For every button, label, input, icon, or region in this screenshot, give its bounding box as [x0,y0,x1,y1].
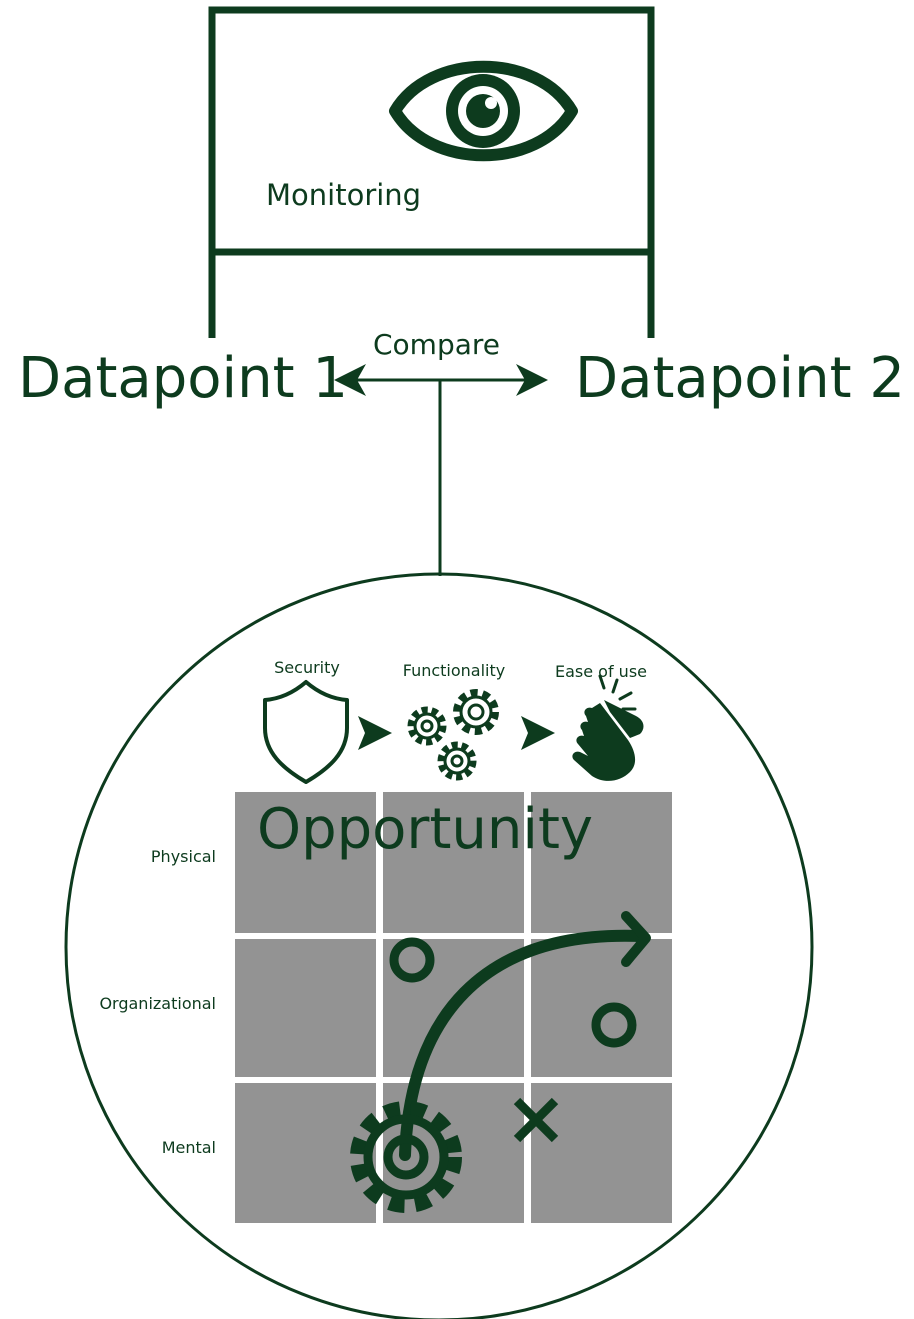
grid-cell [235,939,376,1077]
grid-cell [235,792,376,933]
compare-row: Datapoint 1 Datapoint 2 Compare [18,328,905,576]
cross-marker [513,1097,559,1143]
circle-outline [64,572,814,1319]
step-arrow-icon [521,716,555,750]
compare-label: Compare [373,328,500,361]
circle-marker [591,1002,637,1048]
row-label-mental: Mental [162,1138,216,1157]
datapoint-2-label: Datapoint 2 [575,346,905,411]
step-label-security: Security [274,658,340,677]
grid-title: Opportunity [257,797,593,862]
arrow-right-icon [516,364,548,396]
monitoring-label: Monitoring [266,178,421,212]
monitoring-screen: Monitoring [208,6,655,338]
circle-marker [389,937,435,983]
grid-cell [383,792,524,933]
gear-icon [350,1101,462,1213]
opportunity-circle: Security Functionality Ease of use [64,572,814,1319]
curved-arrow [399,911,651,1161]
row-label-organizational: Organizational [99,994,216,1013]
datapoint-1-label: Datapoint 1 [18,346,348,411]
eye-icon [389,60,578,162]
grid-cell [531,792,672,933]
step-label-ease-of-use: Ease of use [555,662,647,681]
shield-icon [263,680,349,784]
gears-icon [407,689,499,781]
step-label-functionality: Functionality [403,661,506,680]
step-arrow-icon [358,716,392,750]
hand-tap-icon [572,674,644,781]
row-label-physical: Physical [151,847,216,866]
arrow-left-icon [334,364,366,396]
monitor-frame [208,6,655,256]
